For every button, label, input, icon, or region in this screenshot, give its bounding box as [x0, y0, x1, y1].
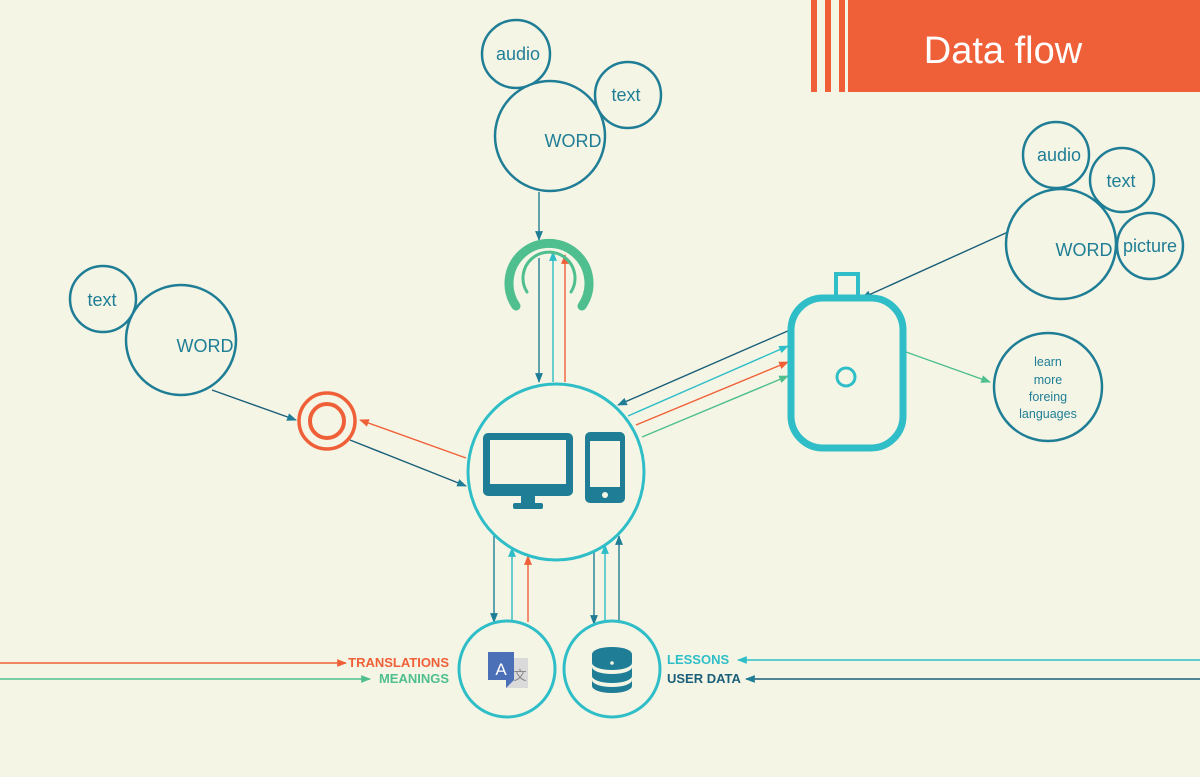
goal-bubble: learn more foreing languages	[992, 331, 1104, 443]
goal-line-2: more	[1034, 373, 1063, 387]
arrow-target-to-center	[349, 439, 467, 487]
right-text-label: text	[1106, 171, 1135, 191]
header-banner: Data flow	[811, 0, 1200, 92]
goal-line-1: learn	[1034, 355, 1062, 369]
goal-line-3: foreing	[1029, 390, 1067, 404]
center-hub	[466, 382, 646, 562]
tablet-icon	[787, 272, 907, 452]
left-text-label: text	[87, 290, 116, 310]
arrow-center-to-tablet-green	[641, 375, 789, 438]
svg-text:A: A	[495, 660, 507, 679]
top-text-label: text	[611, 85, 640, 105]
google-translate-icon: A 文	[488, 652, 528, 688]
right-audio-bubble	[1021, 120, 1091, 190]
right-word-cluster: audio text WORD picture	[1004, 120, 1185, 301]
headphones-icon	[504, 238, 594, 311]
top-word-bubble	[493, 79, 607, 193]
top-text-bubble	[593, 60, 663, 130]
lessons-label: LESSONS	[667, 652, 729, 667]
page-title: Data flow	[924, 30, 1083, 72]
top-audio-bubble	[480, 18, 552, 90]
left-word-label: WORD	[177, 336, 234, 356]
right-word-label: WORD	[1056, 240, 1113, 260]
left-text-bubble	[68, 264, 138, 334]
top-audio-label: audio	[496, 44, 540, 64]
database-node	[562, 619, 662, 719]
svg-text:文: 文	[513, 668, 526, 683]
top-word-cluster: audio text WORD	[480, 18, 663, 193]
meanings-label: MEANINGS	[379, 671, 449, 686]
right-picture-label: picture	[1123, 236, 1177, 256]
right-audio-label: audio	[1037, 145, 1081, 165]
arrow-center-to-tablet-orange	[635, 361, 789, 426]
translate-node: A 文	[457, 619, 557, 719]
arrow-right-word-to-tablet	[861, 231, 1009, 299]
left-word-bubble	[124, 283, 238, 397]
connectors	[0, 192, 1200, 683]
arrow-tablet-to-goal	[905, 351, 991, 383]
right-text-bubble	[1088, 146, 1156, 214]
goal-line-4: languages	[1019, 407, 1077, 421]
arrow-left-word-to-target	[211, 389, 297, 421]
arrow-tablet-to-center	[617, 329, 791, 406]
translations-label: TRANSLATIONS	[348, 655, 449, 670]
target-icon	[297, 391, 357, 451]
arrow-center-to-target	[359, 419, 467, 459]
right-picture-bubble	[1115, 211, 1185, 281]
left-word-cluster: text WORD	[68, 264, 238, 397]
database-icon	[592, 647, 632, 693]
desktop-and-phone-icon	[483, 432, 625, 509]
user-data-label: USER DATA	[667, 671, 742, 686]
arrow-center-to-tablet-cyan	[627, 345, 789, 417]
top-word-label: WORD	[545, 131, 602, 151]
